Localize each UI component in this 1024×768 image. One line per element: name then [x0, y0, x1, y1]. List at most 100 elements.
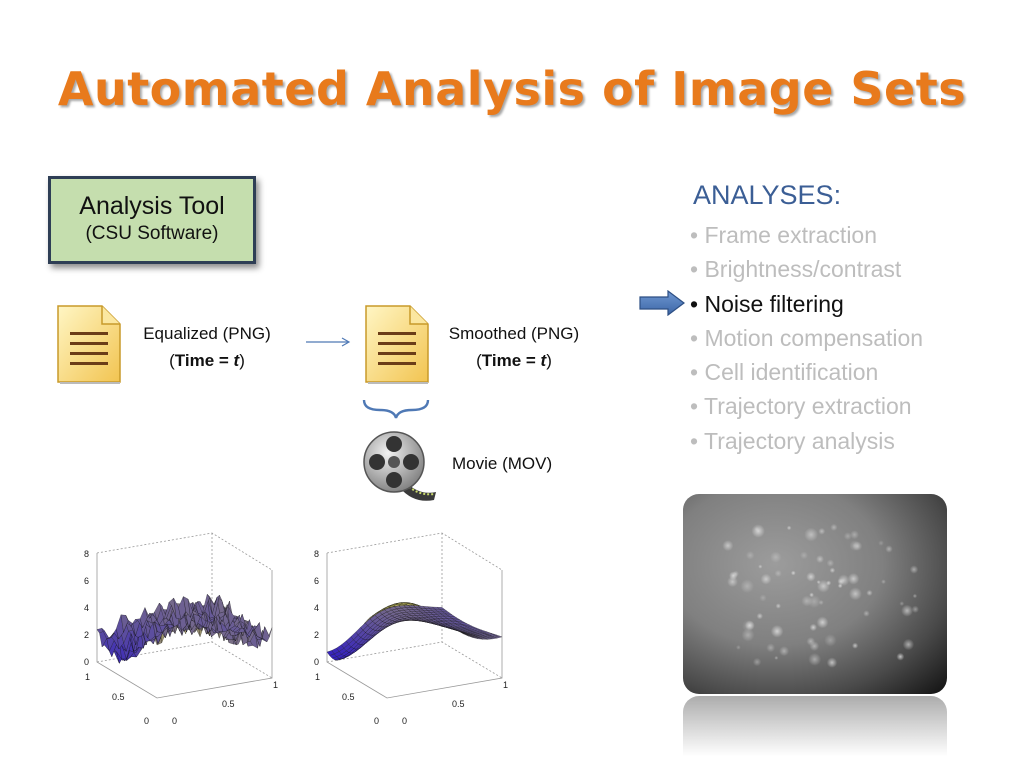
cell-spot [729, 571, 738, 580]
list-item: • Brightness/contrast [690, 252, 923, 286]
cell-spot [758, 565, 762, 569]
slide-title: Automated Analysis of Image Sets [0, 62, 1024, 116]
tool-subtitle: (CSU Software) [51, 223, 253, 245]
cell-spot [810, 624, 817, 631]
list-item: • Trajectory extraction [690, 389, 923, 423]
y-tick-label: 0 [374, 716, 379, 726]
cell-spot [745, 621, 755, 631]
x-tick-label: 1 [273, 680, 278, 690]
cell-spot [852, 643, 858, 649]
z-tick-label: 2 [84, 630, 89, 640]
cell-spot [899, 601, 904, 606]
cell-spot [881, 579, 886, 584]
analysis-tool-box: Analysis Tool (CSU Software) [48, 176, 256, 264]
cell-spot [897, 653, 905, 661]
cell-spot [863, 610, 870, 617]
cell-spot [816, 555, 824, 563]
cell-spot [740, 579, 754, 593]
cell-spot [757, 613, 763, 619]
cell-spot [885, 545, 892, 552]
microscope-image [683, 494, 947, 694]
list-item-active: • Noise filtering [690, 287, 923, 321]
flow-arrow-icon [304, 334, 352, 350]
cell-spot [779, 646, 789, 656]
brace-icon [360, 396, 432, 422]
cell-spot [753, 658, 761, 666]
y-tick-label: 0.5 [342, 692, 355, 702]
cell-spot [804, 528, 818, 542]
cell-spot [806, 572, 815, 581]
cell-spot [754, 527, 759, 532]
x-tick-label: 0.5 [222, 699, 235, 709]
cell-spot [817, 617, 829, 629]
current-step-arrow-icon [638, 290, 686, 316]
cell-spot [759, 594, 766, 601]
cell-spot [774, 656, 778, 660]
cell-spot [787, 526, 792, 531]
cell-spot [809, 641, 819, 651]
cell-spot [849, 540, 860, 551]
x-tick-label: 0.5 [452, 699, 465, 709]
z-tick-label: 2 [314, 630, 319, 640]
cell-spot [838, 583, 843, 588]
z-tick-label: 0 [314, 657, 319, 667]
cell-spot [775, 570, 782, 577]
z-tick-label: 8 [314, 549, 319, 559]
cell-spot [791, 571, 796, 576]
cell-spot [808, 595, 821, 608]
cell-spot [849, 587, 862, 600]
cell-spot [866, 590, 872, 596]
cell-spot [844, 532, 852, 540]
microscope-image-reflection [683, 696, 947, 756]
y-tick-label: 0.5 [112, 692, 125, 702]
cell-spot [722, 540, 733, 551]
x-tick-label: 0 [402, 716, 407, 726]
cell-spot [817, 580, 830, 593]
document-icon [52, 302, 124, 388]
cell-spot [761, 574, 772, 585]
y-tick-label: 1 [85, 672, 90, 682]
cell-spot [827, 657, 837, 667]
y-tick-label: 1 [315, 672, 320, 682]
list-item: • Motion compensation [690, 321, 923, 355]
cell-spot [912, 606, 919, 613]
x-tick-label: 1 [503, 680, 508, 690]
cell-spot [800, 551, 808, 559]
cell-spot [913, 594, 917, 598]
cell-spot [736, 645, 741, 650]
cell-spot [770, 551, 781, 562]
cell-spot [776, 603, 781, 608]
cell-spot [818, 528, 825, 535]
y-tick-label: 0 [144, 716, 149, 726]
list-item: • Trajectory analysis [690, 424, 923, 458]
cell-spot [766, 643, 775, 652]
list-item: • Frame extraction [690, 218, 923, 252]
cell-spot [830, 524, 837, 531]
cell-spot [827, 559, 834, 566]
cell-spot [848, 573, 860, 585]
cell-spot [830, 568, 836, 574]
cell-spot [746, 551, 755, 560]
z-tick-label: 0 [84, 657, 89, 667]
cell-spot [808, 653, 821, 666]
surface-plot-smoothed: 0 2 4 6 8 1 0.5 0 0 0.5 1 [302, 520, 512, 730]
analyses-list: • Frame extraction • Brightness/contrast… [690, 218, 923, 458]
document-icon [360, 302, 432, 388]
z-tick-label: 4 [84, 603, 89, 613]
cell-spot [878, 540, 884, 546]
smoothed-label: Smoothed (PNG) (Time = t) [432, 320, 596, 374]
tool-title: Analysis Tool [51, 192, 253, 221]
movie-label: Movie (MOV) [452, 450, 552, 477]
list-item: • Cell identification [690, 355, 923, 389]
cell-spot [901, 605, 913, 617]
analyses-heading: ANALYSES: [693, 180, 841, 211]
surface-plot-noisy: 0 2 4 6 8 1 0.5 0 0 0.5 1 [72, 520, 282, 730]
z-tick-label: 6 [84, 576, 89, 586]
film-reel-icon [360, 430, 440, 504]
cell-spot [903, 639, 914, 650]
equalized-label: Equalized (PNG) (Time = t) [128, 320, 286, 374]
z-tick-label: 8 [84, 549, 89, 559]
z-tick-label: 6 [314, 576, 319, 586]
z-tick-label: 4 [314, 603, 319, 613]
x-tick-label: 0 [172, 716, 177, 726]
